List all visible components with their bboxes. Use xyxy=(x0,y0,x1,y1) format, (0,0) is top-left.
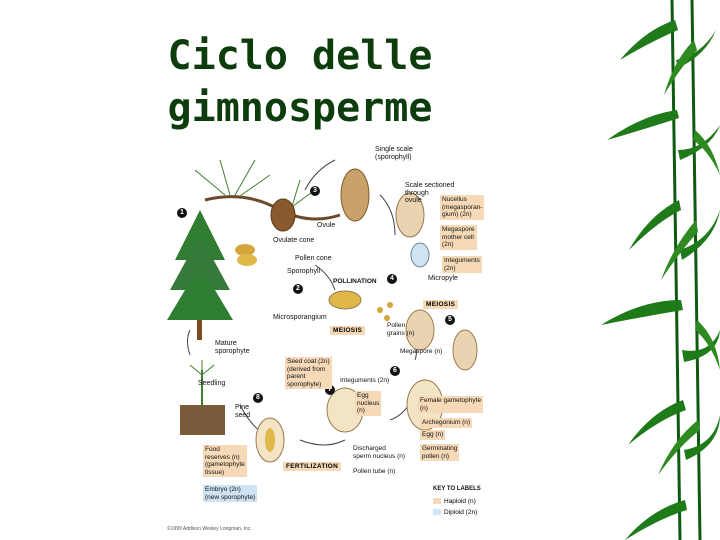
label-integuments-mid: Integuments (2n) xyxy=(340,377,390,384)
label-pollination: POLLINATION xyxy=(333,278,377,285)
label-scale-sectioned: Scale sectioned through ovule xyxy=(405,182,455,204)
key-diploid-row: Diploid (2n) xyxy=(433,509,481,516)
step-3: 3 xyxy=(310,186,320,196)
key-haploid-row: Haploid (n) xyxy=(433,498,481,505)
label-pine-seed: Pine seed xyxy=(235,404,251,419)
title-line-2: gimnosperme xyxy=(167,85,433,131)
bamboo-decoration xyxy=(601,0,720,540)
step-1: 1 xyxy=(177,208,187,218)
label-germinating-pollen: Germinating pollen (n) xyxy=(420,444,460,461)
label-pollen-grains: Pollen grains (n) xyxy=(387,322,415,337)
diagram-illustration xyxy=(167,159,478,463)
label-single-scale: Single scale (sporophyll) xyxy=(375,146,413,161)
key-haploid: Haploid (n) xyxy=(444,497,476,505)
label-female-gametophyte: Female gametophyte (n) xyxy=(418,396,484,413)
label-nucellus: Nucellus (megasporan- gium) (2n) xyxy=(440,195,485,220)
label-egg-nucleus: Egg nucleus (n) xyxy=(355,391,382,416)
label-archegonium: Archegonium (n) xyxy=(420,418,473,428)
key-to-labels: KEY TO LABELS Haploid (n) Diploid (2n) xyxy=(433,486,481,516)
label-food-reserves: Food reserves (n) (gametophyte tissue) xyxy=(203,445,247,477)
step-8: 8 xyxy=(253,393,263,403)
label-megaspore: Megaspore (n) xyxy=(400,348,443,355)
label-sporophyll: Sporophyll xyxy=(287,268,321,275)
copyright: ©1999 Addison Wesley Longman, Inc. xyxy=(167,526,252,532)
label-embryo: Embryo (2n) (new sporophyte) xyxy=(203,485,258,502)
label-integuments-top: Integuments (2n) xyxy=(442,256,482,273)
label-fertilization: FERTILIZATION xyxy=(283,462,342,471)
label-ovule: Ovule xyxy=(317,222,336,229)
step-5: 5 xyxy=(445,315,455,325)
label-meiosis-left: MEIOSIS xyxy=(330,326,366,335)
label-egg: Egg (n) xyxy=(420,430,446,440)
label-microsporangium: Microsporangium xyxy=(273,314,327,321)
step-7: 7 xyxy=(325,385,335,395)
step-4: 4 xyxy=(387,274,397,284)
pine-tree-drawing xyxy=(167,210,233,340)
label-pollen-tube: Pollen tube (n) xyxy=(353,468,396,475)
diploid-swatch xyxy=(433,508,441,515)
label-micropyle: Micropyle xyxy=(428,275,458,282)
step-2: 2 xyxy=(293,284,303,294)
label-mature-sporophyte: Mature sporophyte xyxy=(215,340,250,355)
label-seed-coat: Seed coat (2n) (derived from parent spor… xyxy=(285,357,332,389)
label-ovulate-cone: Ovulate cone xyxy=(273,237,315,244)
slide-title: Ciclo delle gimnosperme xyxy=(130,30,470,134)
haploid-swatch xyxy=(433,497,441,504)
step-6: 6 xyxy=(390,366,400,376)
title-line-1: Ciclo delle xyxy=(167,33,433,79)
label-pollen-cone: Pollen cone xyxy=(295,255,332,262)
label-megaspore-mother-cell: Megaspore mother cell (2n) xyxy=(440,225,477,250)
key-diploid: Diploid (2n) xyxy=(444,508,478,516)
key-title: KEY TO LABELS xyxy=(433,486,481,492)
label-seedling: Seedling xyxy=(198,380,226,387)
label-discharged-sperm: Discharged sperm nucleus (n) xyxy=(353,445,406,460)
life-cycle-diagram: 1 2 3 4 5 6 7 8 Single scale (sporophyll… xyxy=(165,140,490,535)
label-meiosis-right: MEIOSIS xyxy=(423,300,459,309)
